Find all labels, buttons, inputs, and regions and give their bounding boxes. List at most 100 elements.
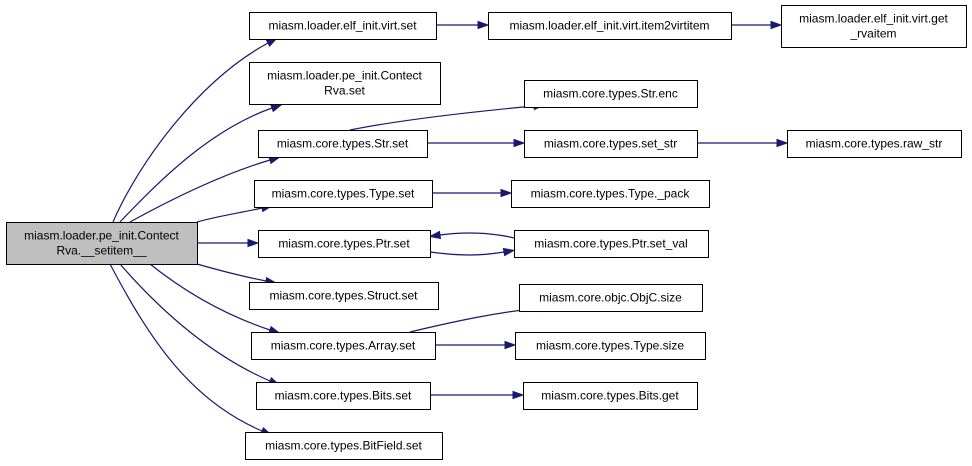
edge-elf_virt_set-to-item2virtitem — [436, 20, 490, 30]
edge-root-to-array_set — [149, 263, 281, 334]
node-label: miasm.loader.elf_init.virt.item2virtitem — [509, 19, 709, 33]
node-label: miasm.loader.elf_init.virt.set — [268, 19, 417, 33]
arrowhead-icon — [270, 104, 283, 113]
function-node-str-enc[interactable]: miasm.core.types.Str.enc — [524, 80, 698, 108]
edge-line — [129, 159, 271, 223]
edge-line — [196, 263, 267, 282]
edge-root-to-str_set — [129, 156, 282, 223]
node-label: miasm.loader.pe_init.Contect — [267, 69, 422, 83]
edge-line — [429, 251, 505, 256]
node-label: miasm.core.objc.ObjC.size — [539, 291, 682, 305]
node-box — [249, 62, 441, 105]
edge-root-to-elf_virt_set — [112, 37, 279, 223]
arrowhead-icon — [247, 238, 260, 248]
edge-line — [112, 42, 269, 223]
node-label: miasm.core.types.Bits.set — [275, 389, 412, 403]
edge-ptr_set_val-to-ptr_set — [428, 230, 515, 240]
function-node-bitfield-set[interactable]: miasm.core.types.BitField.set — [245, 432, 443, 460]
edge-type_set-to-type_pack — [432, 188, 513, 198]
edge-str_set-to-str_enc — [349, 101, 546, 131]
edge-set_str-to-raw_str — [697, 138, 789, 148]
edge-line — [196, 207, 263, 223]
arrowhead-icon — [500, 188, 513, 198]
function-node-str-set[interactable]: miasm.core.types.Str.set — [258, 130, 428, 158]
edge-line — [119, 263, 271, 382]
function-node-array-set[interactable]: miasm.core.types.Array.set — [251, 332, 436, 360]
node-box — [514, 230, 709, 258]
node-label: miasm.core.types.set_str — [544, 137, 677, 151]
arrowhead-icon — [502, 247, 516, 257]
function-node-bits-set[interactable]: miasm.core.types.Bits.set — [256, 382, 431, 410]
node-label: _rvaitem — [849, 27, 896, 41]
node-label: miasm.core.types.Ptr.set_val — [534, 237, 687, 251]
node-label: miasm.core.types.raw_str — [806, 137, 943, 151]
node-label: miasm.core.types.Type._pack — [531, 187, 691, 201]
arrowhead-icon — [513, 138, 526, 148]
edge-line — [109, 263, 263, 432]
node-box — [249, 12, 437, 40]
node-label: miasm.core.types.Type.set — [272, 187, 415, 201]
node-label: miasm.core.types.Struct.set — [269, 289, 418, 303]
arrowhead-icon — [776, 138, 789, 148]
edge-ptr_set-to-ptr_set_val — [429, 247, 516, 257]
function-node-set-str[interactable]: miasm.core.types.set_str — [524, 130, 698, 158]
edge-line — [149, 263, 271, 331]
node-box — [781, 5, 967, 48]
node-box — [258, 230, 431, 258]
node-box — [523, 382, 698, 410]
function-node-root[interactable]: miasm.loader.pe_init.ContectRva.__setite… — [6, 222, 198, 265]
function-node-elf-virt-set[interactable]: miasm.loader.elf_init.virt.set — [249, 12, 437, 40]
function-node-ptr-set-val[interactable]: miasm.core.types.Ptr.set_val — [514, 230, 709, 258]
node-box — [511, 180, 710, 208]
edge-line — [349, 105, 535, 131]
edge-line — [119, 107, 273, 223]
edge-str_set-to-set_str — [427, 138, 526, 148]
node-box — [258, 130, 428, 158]
node-label: miasm.core.types.Str.enc — [543, 87, 678, 101]
node-label: miasm.core.types.Bits.get — [541, 389, 679, 403]
function-nodes: miasm.loader.pe_init.ContectRva.__setite… — [6, 5, 967, 460]
node-label: Rva.set — [324, 84, 365, 98]
edge-root-to-struct_set — [196, 263, 278, 285]
node-box — [249, 282, 439, 310]
arrowhead-icon — [512, 390, 525, 400]
function-node-type-pack[interactable]: miasm.core.types.Type._pack — [511, 180, 710, 208]
arrowhead-icon — [477, 20, 490, 30]
node-box — [245, 432, 443, 460]
function-node-struct-set[interactable]: miasm.core.types.Struct.set — [249, 282, 439, 310]
node-box — [515, 332, 706, 360]
node-box — [256, 382, 431, 410]
function-node-item2virtitem[interactable]: miasm.loader.elf_init.virt.item2virtitem — [488, 12, 732, 40]
function-node-type-size[interactable]: miasm.core.types.Type.size — [515, 332, 706, 360]
node-label: miasm.core.types.Ptr.set — [278, 237, 410, 251]
edge-root-to-ptr_set — [197, 238, 260, 248]
function-node-ptr-set[interactable]: miasm.core.types.Ptr.set — [258, 230, 431, 258]
node-label: miasm.loader.elf_init.virt.get — [799, 12, 948, 26]
edge-array_set-to-type_size — [435, 340, 517, 350]
edge-line — [439, 232, 515, 239]
function-node-bits-get[interactable]: miasm.core.types.Bits.get — [523, 382, 698, 410]
function-node-raw-str[interactable]: miasm.core.types.raw_str — [787, 130, 962, 158]
node-box — [787, 130, 962, 158]
edge-item2virtitem-to-get_rvaitem — [731, 20, 783, 30]
node-label: Rva.__setitem__ — [56, 244, 146, 258]
edge-bits_set-to-bits_get — [430, 390, 525, 400]
node-box — [254, 180, 433, 208]
function-node-objc-size[interactable]: miasm.core.objc.ObjC.size — [519, 284, 703, 312]
arrowhead-icon — [428, 230, 442, 240]
function-node-get-rvaitem[interactable]: miasm.loader.elf_init.virt.get_rvaitem — [781, 5, 967, 48]
node-label: miasm.core.types.Type.size — [536, 339, 684, 353]
function-node-type-set[interactable]: miasm.core.types.Type.set — [254, 180, 433, 208]
node-box — [6, 222, 198, 265]
node-box — [524, 80, 698, 108]
node-label: miasm.core.types.Str.set — [277, 137, 409, 151]
node-label: miasm.core.types.BitField.set — [265, 439, 422, 453]
node-box — [524, 130, 698, 158]
node-box — [251, 332, 436, 360]
node-box — [488, 12, 732, 40]
node-label: miasm.core.types.Array.set — [271, 339, 416, 353]
arrowhead-icon — [504, 340, 517, 350]
node-label: miasm.loader.pe_init.Contect — [24, 229, 179, 243]
